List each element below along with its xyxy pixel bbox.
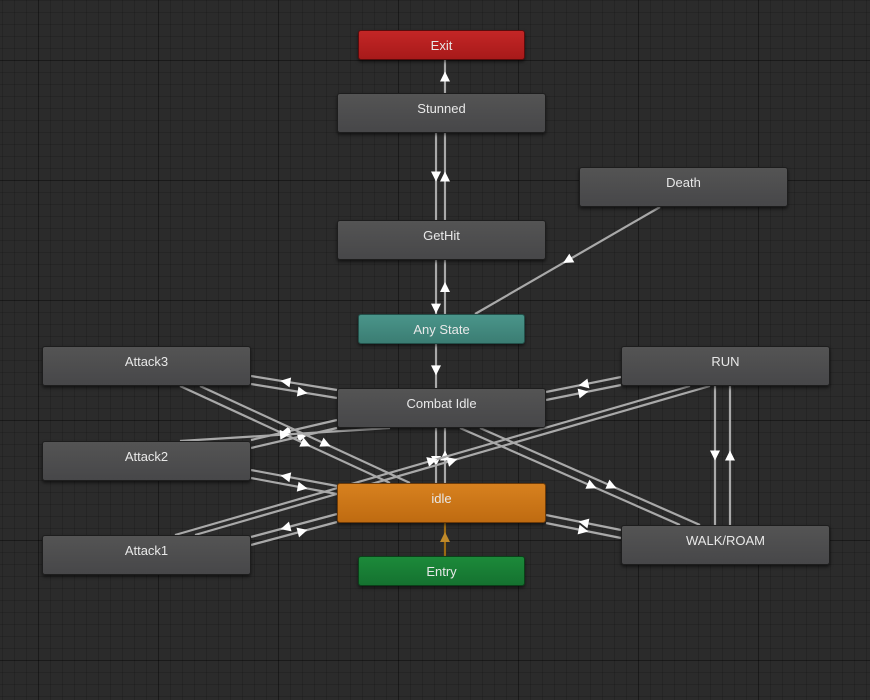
state-combat-idle[interactable]: Combat Idle [337,388,546,428]
transition-arrow-icon [280,377,292,388]
transition-arrow-icon [319,437,331,447]
transition-line[interactable] [250,520,338,547]
state-walk-roam[interactable]: WALK/ROAM [621,525,830,565]
state-attack3[interactable]: Attack3 [42,346,251,386]
transition-arrow-icon [585,479,597,489]
state-label: Attack3 [124,354,169,369]
state-stunned[interactable]: Stunned [337,93,546,133]
transition-arrow-icon [440,71,450,82]
state-any-state[interactable]: Any State [358,314,525,344]
transition-arrow-icon [280,472,292,483]
state-label: Death [666,175,701,190]
state-entry[interactable]: Entry [358,556,525,586]
transition-arrow-icon [440,282,450,292]
state-label: WALK/ROAM [686,533,765,548]
transition-arrow-icon [605,479,617,489]
transition-arrow-icon [431,303,441,314]
state-label: RUN [711,354,740,369]
transition-arrow-icon [563,253,575,264]
transition-line[interactable] [250,374,338,392]
transition-arrow-icon [446,457,458,467]
transition-arrow-icon [299,437,311,447]
transition-arrow-icon [577,388,589,399]
state-label: Entry [426,563,457,579]
state-attack2[interactable]: Attack2 [42,441,251,481]
state-attack1[interactable]: Attack1 [42,535,251,575]
transition-arrow-icon [431,171,441,182]
transition-line[interactable] [250,512,338,539]
transition-arrow-icon [296,527,308,538]
state-label: Any State [413,321,470,337]
transition-line[interactable] [459,426,681,527]
transition-arrow-icon [710,450,720,461]
transition-arrow-icon [280,521,292,532]
state-label: Attack2 [124,449,169,464]
state-gethit[interactable]: GetHit [337,220,546,260]
state-label: Exit [430,37,453,53]
transition-arrow-icon [578,518,590,529]
transition-arrow-icon [578,378,590,389]
state-label: Attack1 [124,543,169,558]
state-label: Stunned [417,101,466,116]
state-label: idle [431,491,452,506]
transition-arrow-icon [279,429,290,440]
transition-arrow-icon [440,171,450,182]
transition-line[interactable] [250,468,338,488]
transition-arrow-icon [296,386,308,397]
state-label: GetHit [423,228,460,243]
transition-arrow-icon [431,365,441,376]
state-run[interactable]: RUN [621,346,830,386]
default-transition-arrow-icon [440,532,450,542]
transition-arrow-icon [725,450,735,461]
transition-line[interactable] [199,385,411,484]
transition-line[interactable] [479,426,701,527]
state-death[interactable]: Death [579,167,788,207]
transition-arrow-icon [577,524,589,535]
state-idle[interactable]: idle [337,483,546,523]
transition-line[interactable] [250,382,338,400]
state-exit[interactable]: Exit [358,30,525,60]
state-label: Combat Idle [406,396,477,411]
transition-arrow-icon [426,457,438,467]
transition-arrow-icon [296,481,308,492]
